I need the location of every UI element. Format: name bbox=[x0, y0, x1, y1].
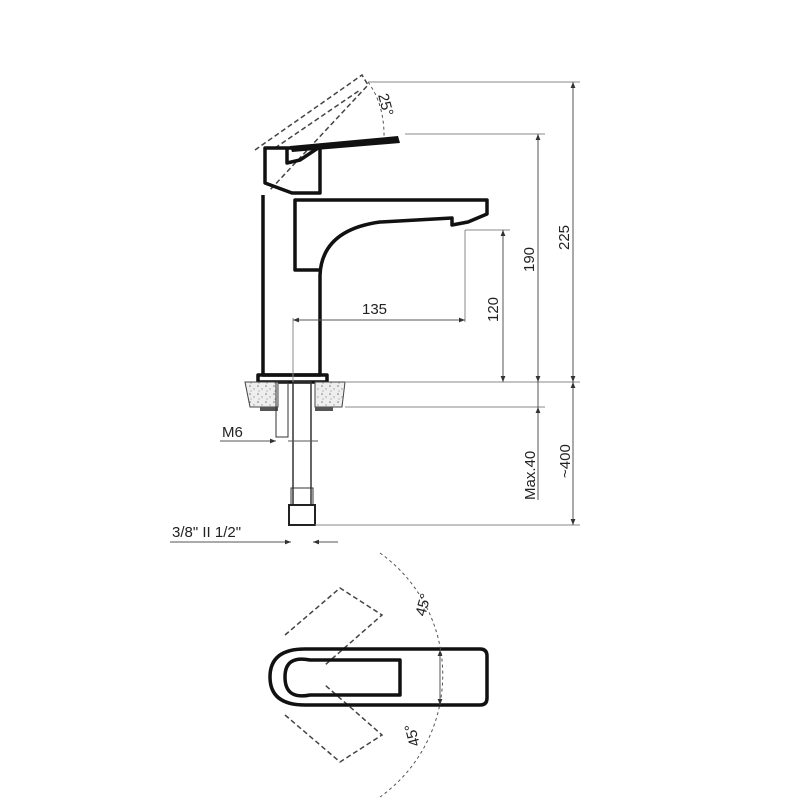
lever-angle-arc bbox=[367, 81, 385, 141]
faucet-top-view: 45° 45° bbox=[268, 552, 489, 798]
lever-left-outline bbox=[284, 587, 384, 666]
label-120: 120 bbox=[485, 297, 502, 322]
label-angle-up: 45° bbox=[412, 592, 434, 618]
hose-nut bbox=[288, 504, 316, 526]
hose-ferrule bbox=[290, 487, 314, 506]
countertop-left bbox=[244, 381, 279, 408]
countertop-right bbox=[314, 381, 346, 408]
stud-bolt bbox=[275, 381, 289, 438]
lever-top-inner bbox=[283, 657, 402, 698]
lever-right-outline bbox=[284, 684, 384, 763]
handle-inner bbox=[285, 146, 319, 165]
lever-raised-outline bbox=[254, 73, 369, 191]
label-400: ~400 bbox=[557, 444, 574, 478]
faucet-side-view bbox=[254, 73, 489, 384]
installation bbox=[244, 381, 346, 526]
dimensions: 25° 225 190 120 135 M6 Max.40 ~400 3/8" … bbox=[170, 81, 580, 545]
label-190: 190 bbox=[521, 247, 538, 272]
lever-raised-inner bbox=[274, 89, 361, 149]
lever-top bbox=[268, 647, 489, 707]
rotation-arc bbox=[379, 552, 444, 798]
label-connection: 3/8" II 1/2" bbox=[172, 524, 241, 541]
label-225: 225 bbox=[556, 225, 573, 250]
label-angle-down: 45° bbox=[402, 722, 424, 748]
label-135: 135 bbox=[362, 301, 387, 318]
handle-body bbox=[263, 146, 322, 195]
label-lever-angle: 25° bbox=[374, 92, 396, 118]
label-max40: Max.40 bbox=[522, 451, 539, 500]
washer-right bbox=[315, 407, 333, 411]
label-m6: M6 bbox=[222, 424, 243, 441]
lever bbox=[290, 136, 400, 152]
washer-left bbox=[260, 407, 278, 411]
faucet-body bbox=[261, 195, 489, 377]
supply-hose bbox=[292, 381, 312, 506]
